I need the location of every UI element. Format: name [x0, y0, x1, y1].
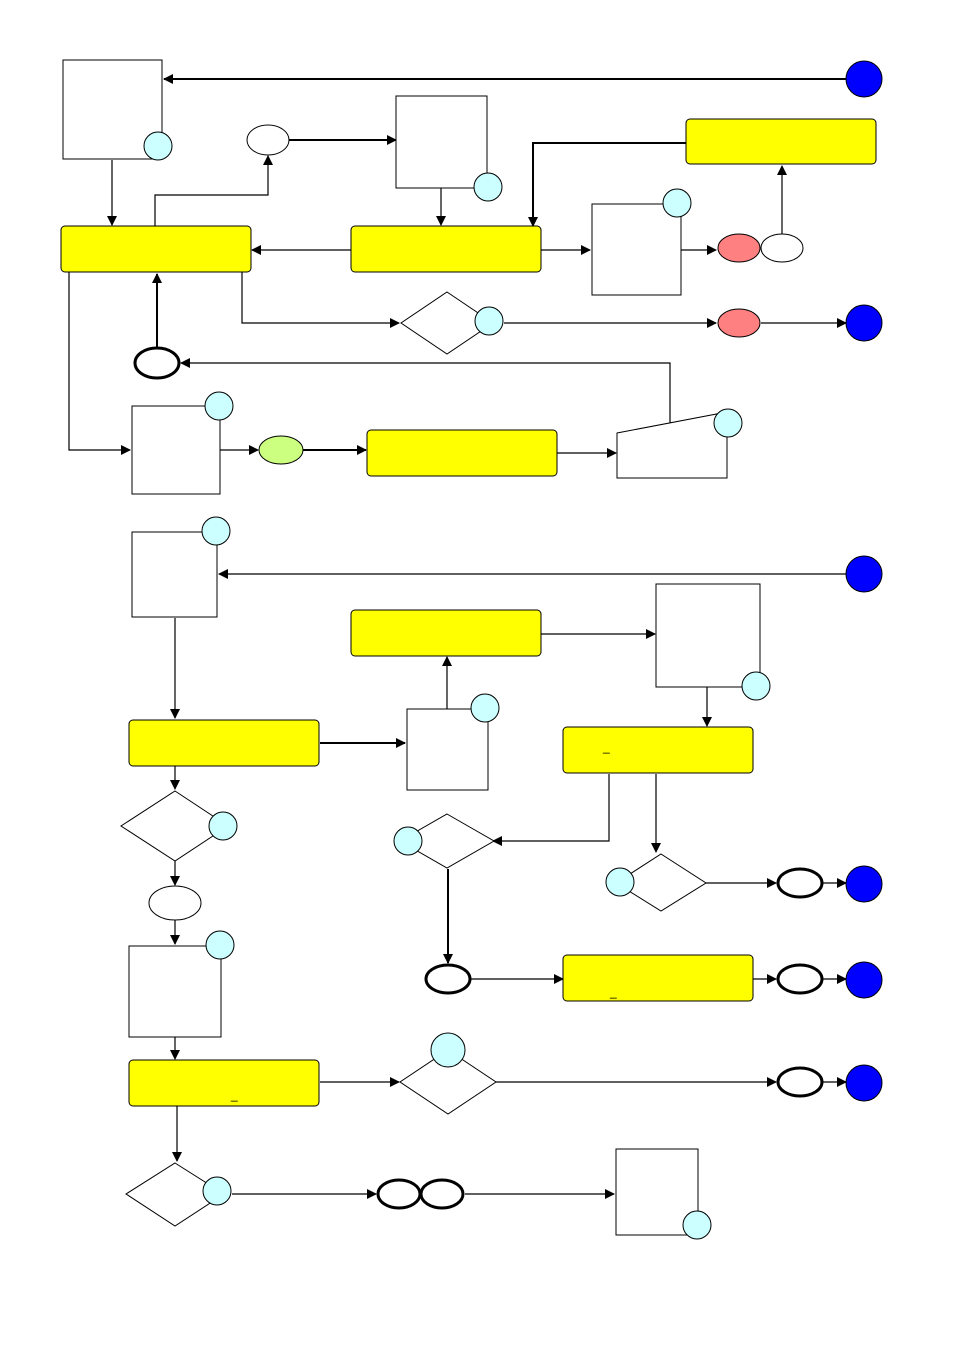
oval-node-bold[interactable]	[776, 867, 824, 899]
oval-node[interactable]	[246, 124, 290, 156]
off-page-terminal[interactable]	[845, 865, 883, 903]
page-connector	[393, 826, 423, 856]
document-box[interactable]	[128, 945, 222, 1038]
process-box[interactable]	[366, 429, 558, 477]
page-connector	[662, 188, 692, 218]
process-mark: _	[609, 985, 617, 999]
oval-node-bold[interactable]	[376, 1178, 422, 1210]
off-page-terminal[interactable]	[845, 304, 883, 342]
page-connector	[682, 1210, 712, 1240]
document-box[interactable]	[406, 708, 489, 791]
document-box[interactable]	[591, 203, 682, 296]
document-box[interactable]	[131, 531, 218, 618]
alert-oval[interactable]	[717, 233, 761, 263]
page-connector	[202, 1176, 232, 1206]
process-box[interactable]	[350, 609, 542, 657]
oval-node-bold[interactable]	[419, 1178, 465, 1210]
arrow-yellow-to-proc	[528, 142, 686, 227]
process-box[interactable]	[562, 954, 754, 1002]
ok-oval[interactable]	[258, 435, 304, 465]
decision-diamond[interactable]	[120, 790, 229, 862]
page-connector	[605, 867, 635, 897]
process-box[interactable]	[128, 1059, 320, 1107]
oval-node-bold[interactable]	[424, 963, 472, 995]
page-connector	[143, 131, 173, 161]
process-box[interactable]	[128, 719, 320, 767]
off-page-terminal[interactable]	[845, 1064, 883, 1102]
arrow-proc-to-diamond	[492, 774, 610, 846]
oval-node[interactable]	[148, 885, 202, 921]
connectors-bottom	[170, 569, 847, 1199]
arrow-main-to-diamond	[241, 272, 400, 328]
arrow-main-to-oval	[154, 155, 273, 226]
page-connector	[474, 306, 504, 336]
process-box[interactable]	[685, 118, 877, 165]
connectors-top	[68, 74, 848, 458]
process-box[interactable]	[350, 225, 542, 273]
off-page-terminal[interactable]	[845, 961, 883, 999]
oval-node[interactable]	[760, 233, 804, 263]
document-box[interactable]	[131, 405, 221, 495]
page-connector	[741, 671, 771, 701]
page-connector	[713, 408, 743, 438]
page-connector	[208, 811, 238, 841]
process-box-main[interactable]	[60, 225, 252, 273]
page-connector	[204, 391, 234, 421]
oval-node-bold[interactable]	[776, 1066, 824, 1098]
process-box[interactable]	[562, 726, 754, 774]
alert-oval[interactable]	[717, 308, 761, 338]
arrow-main-to-doc	[68, 272, 131, 455]
page-connector	[470, 693, 500, 723]
document-box[interactable]	[395, 95, 488, 189]
page-connector	[430, 1032, 466, 1068]
process-mark: _	[602, 740, 610, 754]
off-page-terminal[interactable]	[845, 60, 883, 98]
decision-diamond[interactable]	[399, 1049, 497, 1115]
oval-node-bold[interactable]	[133, 346, 181, 380]
page-connector	[201, 516, 231, 546]
off-page-terminal[interactable]	[845, 555, 883, 593]
manual-input-box[interactable]	[616, 411, 728, 479]
page-connector	[473, 172, 503, 202]
oval-node-bold[interactable]	[776, 963, 824, 995]
arrow-input-to-oval	[180, 358, 671, 428]
process-mark: _	[230, 1088, 238, 1102]
document-box[interactable]	[655, 583, 761, 688]
page-connector	[205, 930, 235, 960]
